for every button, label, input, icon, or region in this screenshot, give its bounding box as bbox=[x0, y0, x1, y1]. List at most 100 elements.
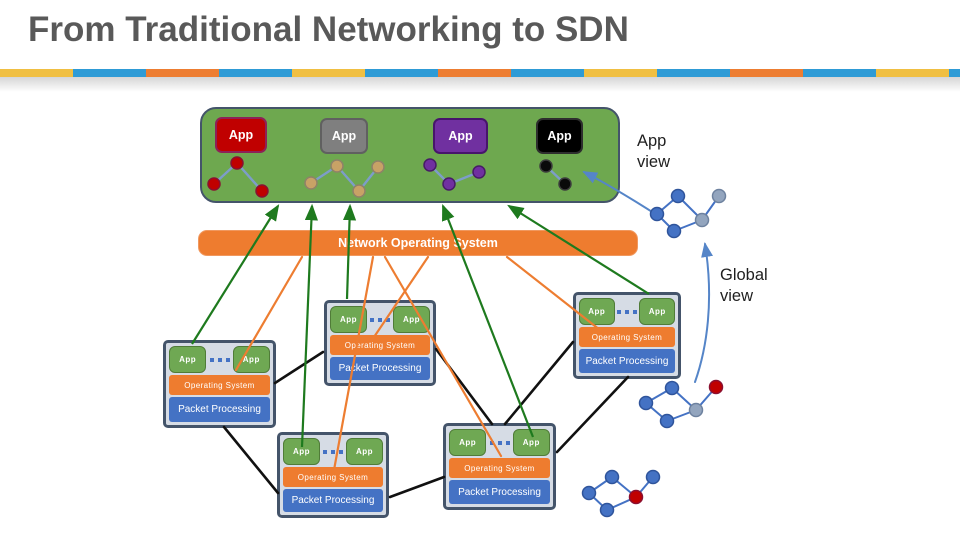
device-body: App App Operating System Packet Processi… bbox=[166, 343, 273, 425]
device-os-bar: Operating System bbox=[283, 467, 383, 487]
device-app-box: App bbox=[232, 346, 270, 373]
network-device-4: App App Operating System Packet Processi… bbox=[277, 432, 389, 518]
network-os-bar: Network Operating System bbox=[198, 230, 638, 256]
ellipsis-dots bbox=[486, 429, 512, 456]
device-app-label: App bbox=[402, 315, 421, 324]
data-link bbox=[273, 350, 325, 385]
global-to-app-view-arrow bbox=[694, 242, 713, 383]
device-app-box: App bbox=[169, 346, 207, 373]
edge bbox=[635, 476, 654, 498]
device-os-bar: Operating System bbox=[330, 335, 430, 355]
app-view-line1: App bbox=[637, 132, 667, 150]
node bbox=[708, 379, 724, 395]
device-app-label: App bbox=[292, 447, 311, 456]
edge bbox=[645, 387, 673, 404]
edge bbox=[673, 219, 703, 232]
device-os-bar: Operating System bbox=[579, 327, 675, 347]
device-pp-bar: Packet Processing bbox=[283, 489, 383, 512]
edge bbox=[701, 195, 720, 221]
node bbox=[666, 223, 682, 239]
device-app-box: App bbox=[512, 429, 550, 456]
accent-stripe bbox=[0, 69, 960, 77]
device-app-box: App bbox=[639, 298, 675, 325]
node bbox=[688, 402, 704, 418]
global-view-label: Global view bbox=[720, 265, 768, 307]
network-os-label: Network Operating System bbox=[338, 236, 498, 250]
edge bbox=[645, 402, 668, 422]
node bbox=[628, 489, 644, 505]
app-chip-purple: App bbox=[433, 118, 488, 154]
device-app-row: App App bbox=[169, 346, 270, 373]
node bbox=[638, 395, 654, 411]
network-device-5: App App Operating System Packet Processi… bbox=[443, 423, 556, 510]
network-device-3: App App Operating System Packet Processi… bbox=[573, 292, 681, 379]
edge bbox=[677, 195, 703, 221]
device-os-bar: Operating System bbox=[169, 375, 270, 395]
network-device-1: App App Operating System Packet Processi… bbox=[163, 340, 276, 428]
data-link bbox=[222, 425, 280, 495]
global-view-graph bbox=[638, 379, 724, 429]
stripe-shadow bbox=[0, 77, 960, 92]
edge bbox=[656, 195, 679, 215]
device-app-row: App App bbox=[330, 306, 430, 333]
node bbox=[599, 502, 615, 518]
app-chip-red: App bbox=[215, 117, 267, 153]
device-app-row: App App bbox=[579, 298, 675, 325]
edge bbox=[611, 476, 637, 498]
topology-graph-bottom bbox=[581, 469, 661, 518]
edge bbox=[588, 492, 608, 511]
device-app-label: App bbox=[588, 307, 606, 316]
node bbox=[581, 485, 597, 501]
app-chip-label: App bbox=[331, 129, 357, 143]
node bbox=[604, 469, 620, 485]
ellipsis-dots bbox=[615, 298, 640, 325]
ellipsis-dots bbox=[367, 306, 393, 333]
app-chip-label: App bbox=[547, 129, 572, 143]
device-app-box: App bbox=[283, 438, 320, 465]
device-app-row: App App bbox=[449, 429, 550, 456]
device-app-label: App bbox=[339, 315, 358, 324]
node bbox=[664, 380, 680, 396]
edge bbox=[656, 213, 675, 232]
device-app-box: App bbox=[393, 306, 430, 333]
device-os-bar: Operating System bbox=[449, 458, 550, 478]
device-app-label: App bbox=[242, 355, 260, 364]
ellipsis-dots bbox=[206, 346, 232, 373]
device-app-label: App bbox=[459, 438, 477, 447]
device-body: App App Operating System Packet Processi… bbox=[280, 435, 386, 515]
data-link bbox=[434, 347, 494, 426]
device-app-row: App App bbox=[283, 438, 383, 465]
device-app-label: App bbox=[355, 447, 374, 456]
device-pp-bar: Packet Processing bbox=[169, 397, 270, 422]
node bbox=[645, 469, 661, 485]
slide-title: From Traditional Networking to SDN bbox=[28, 10, 629, 49]
green-link bbox=[191, 204, 280, 345]
device-app-label: App bbox=[648, 307, 666, 316]
data-link bbox=[503, 340, 575, 426]
node bbox=[659, 413, 675, 429]
data-link bbox=[555, 375, 630, 454]
ellipsis-dots bbox=[320, 438, 346, 465]
node bbox=[649, 206, 665, 222]
device-pp-bar: Packet Processing bbox=[449, 480, 550, 504]
device-app-box: App bbox=[330, 306, 367, 333]
app-view-graph bbox=[649, 188, 727, 239]
edge bbox=[588, 476, 613, 494]
app-chip-label: App bbox=[228, 128, 254, 142]
device-app-label: App bbox=[179, 355, 197, 364]
device-body: App App Operating System Packet Processi… bbox=[576, 295, 678, 376]
device-app-box: App bbox=[346, 438, 383, 465]
app-chip-gray: App bbox=[320, 118, 368, 154]
app-view-line2: view bbox=[637, 153, 671, 171]
edge bbox=[666, 409, 697, 422]
app-chip-black: App bbox=[536, 118, 583, 154]
edge bbox=[671, 387, 697, 411]
device-pp-bar: Packet Processing bbox=[579, 349, 675, 373]
node bbox=[670, 188, 686, 204]
network-device-2: App App Operating System Packet Processi… bbox=[324, 300, 436, 386]
app-chip-label: App bbox=[448, 129, 473, 143]
node bbox=[694, 212, 710, 228]
device-app-box: App bbox=[449, 429, 487, 456]
device-app-box: App bbox=[579, 298, 615, 325]
